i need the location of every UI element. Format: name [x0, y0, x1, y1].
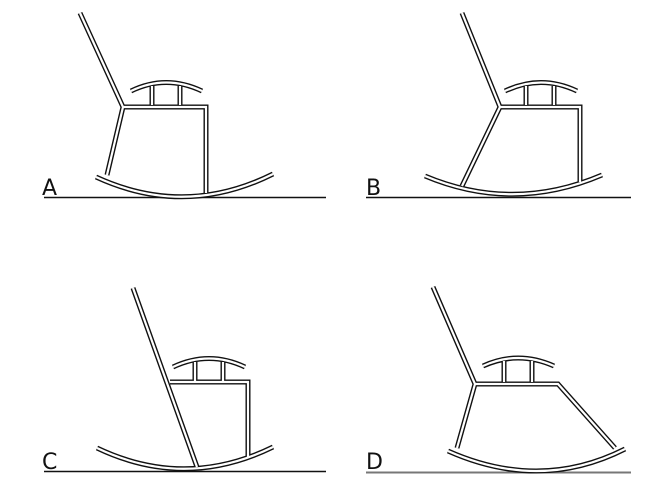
chair-d	[430, 286, 627, 474]
panel-a: A	[42, 11, 326, 201]
panel-label: A	[42, 176, 57, 201]
panel-d: D	[366, 286, 631, 475]
panel-c: C	[42, 287, 326, 475]
panel-b: B	[366, 12, 631, 201]
chair-b	[424, 12, 603, 197]
chair-a	[77, 11, 275, 200]
panel-label: C	[42, 450, 57, 475]
panel-label: D	[366, 450, 383, 475]
chair-c	[95, 287, 275, 472]
panel-label: B	[366, 176, 381, 201]
